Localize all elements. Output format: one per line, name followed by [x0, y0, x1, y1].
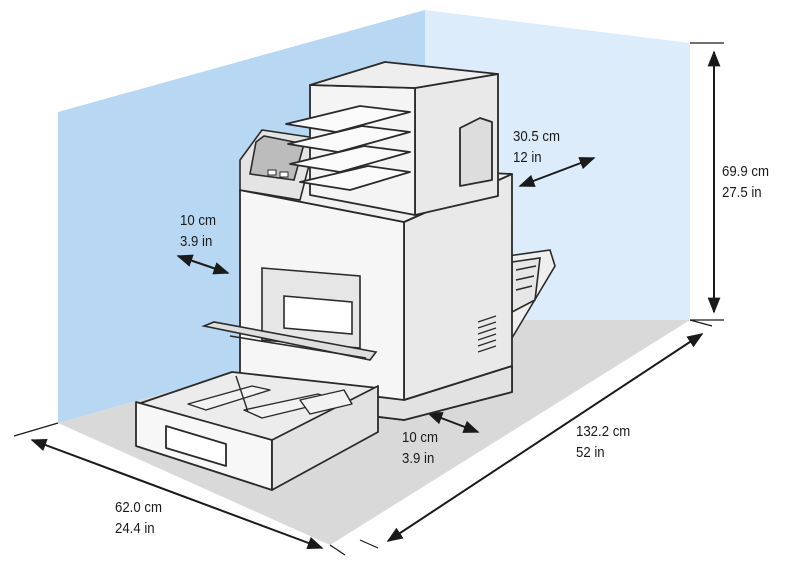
- rear-clearance-label: 10 cm 3.9 in: [402, 427, 438, 469]
- mailbox-finisher: [285, 61, 499, 216]
- height-label: 69.9 cm 27.5 in: [722, 161, 769, 203]
- control-panel: [239, 129, 317, 201]
- paper-tray: [135, 371, 379, 491]
- right-clearance-in: 12 in: [513, 149, 542, 166]
- depth-dimension-line: [386, 333, 704, 542]
- depth-extension-right: [689, 319, 713, 327]
- width-dimension-line: [30, 439, 324, 549]
- depth-extension-left: [359, 539, 379, 549]
- right-clearance-label: 30.5 cm 12 in: [513, 126, 560, 168]
- width-extension-right: [329, 544, 346, 556]
- width-cm: 62.0 cm: [115, 499, 162, 516]
- left-clearance-arrow: [176, 254, 230, 275]
- width-label: 62.0 cm 24.4 in: [115, 497, 162, 539]
- bypass-tray-extension: [201, 321, 378, 361]
- height-in: 27.5 in: [722, 184, 762, 201]
- mailbox-handle: [459, 117, 493, 187]
- bypass-tray: [201, 267, 378, 361]
- left-clearance-in: 3.9 in: [180, 233, 213, 250]
- rear-clearance-in: 3.9 in: [402, 450, 435, 467]
- rear-door: [507, 249, 556, 341]
- depth-in: 52 in: [576, 444, 605, 461]
- left-clearance-cm: 10 cm: [180, 212, 216, 229]
- paper-guides: [187, 375, 353, 419]
- rear-clearance-arrow: [426, 412, 480, 433]
- mailbox-top: [309, 61, 499, 89]
- tray-handle: [165, 425, 227, 467]
- rear-clearance-cm: 10 cm: [402, 429, 438, 446]
- height-cm: 69.9 cm: [722, 163, 769, 180]
- depth-cm: 132.2 cm: [576, 423, 631, 440]
- depth-label: 132.2 cm 52 in: [576, 421, 630, 463]
- right-clearance-arrow: [518, 157, 596, 187]
- width-in: 24.4 in: [115, 520, 155, 537]
- left-clearance-label: 10 cm 3.9 in: [180, 210, 216, 252]
- width-extension-left: [13, 422, 59, 437]
- right-clearance-cm: 30.5 cm: [513, 128, 560, 145]
- vent-grille: [477, 315, 497, 353]
- output-trays: [285, 105, 411, 191]
